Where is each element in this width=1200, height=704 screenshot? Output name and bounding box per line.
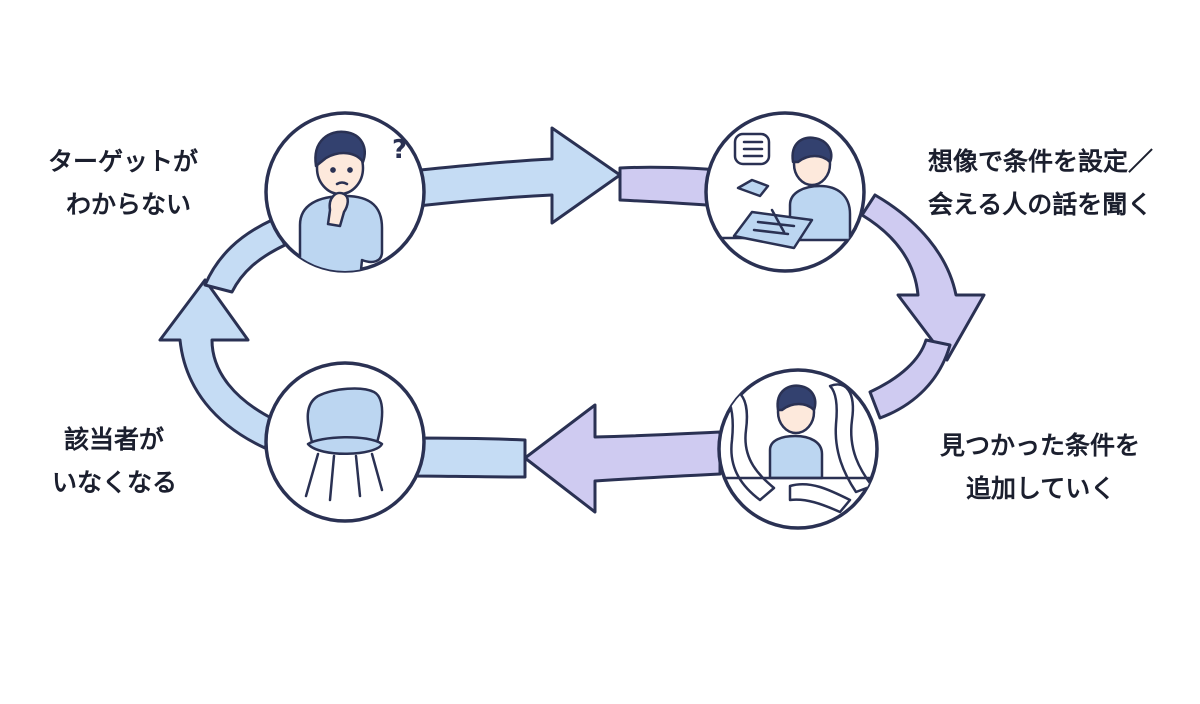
right-band-lavender <box>860 193 986 362</box>
person-writing-on-tablet-icon <box>704 111 866 273</box>
stage-label-bottom-right: 見つかった条件を 追加していく <box>940 424 1140 510</box>
empty-chair-icon <box>264 361 426 523</box>
stage-label-line: 追加していく <box>966 474 1116 503</box>
person-with-long-list-icon <box>717 368 879 530</box>
confused-person-icon: ? <box>264 111 426 273</box>
bottom-band-lavender <box>523 403 722 514</box>
stage-label-line: いなくなる <box>52 468 178 497</box>
left-band-blue <box>158 278 277 450</box>
stage-label-line: ターゲットが <box>48 147 199 176</box>
top-band-blue <box>398 126 622 225</box>
right-arrow <box>860 193 986 420</box>
stage-label-line: わからない <box>66 190 192 219</box>
left-band-tail <box>203 218 287 294</box>
bottom-band-blue <box>408 436 527 479</box>
left-arrow <box>158 218 287 450</box>
svg-text:?: ? <box>392 135 407 165</box>
stage-label-bottom-left: 該当者が いなくなる <box>52 418 177 504</box>
stage-label-line: 想像で条件を設定／ <box>928 147 1154 176</box>
top-arrow <box>398 126 747 225</box>
stage-label-line: 該当者が <box>64 425 165 454</box>
stage-label-line: 見つかった条件を <box>940 431 1141 460</box>
stage-label-top-right: 想像で条件を設定／ 会える人の話を聞く <box>928 140 1153 226</box>
right-band-tail <box>868 338 952 420</box>
stage-label-line: 会える人の話を聞く <box>928 190 1153 219</box>
bottom-arrow <box>408 403 722 514</box>
stage-label-top-left: ターゲットが わからない <box>48 140 198 226</box>
